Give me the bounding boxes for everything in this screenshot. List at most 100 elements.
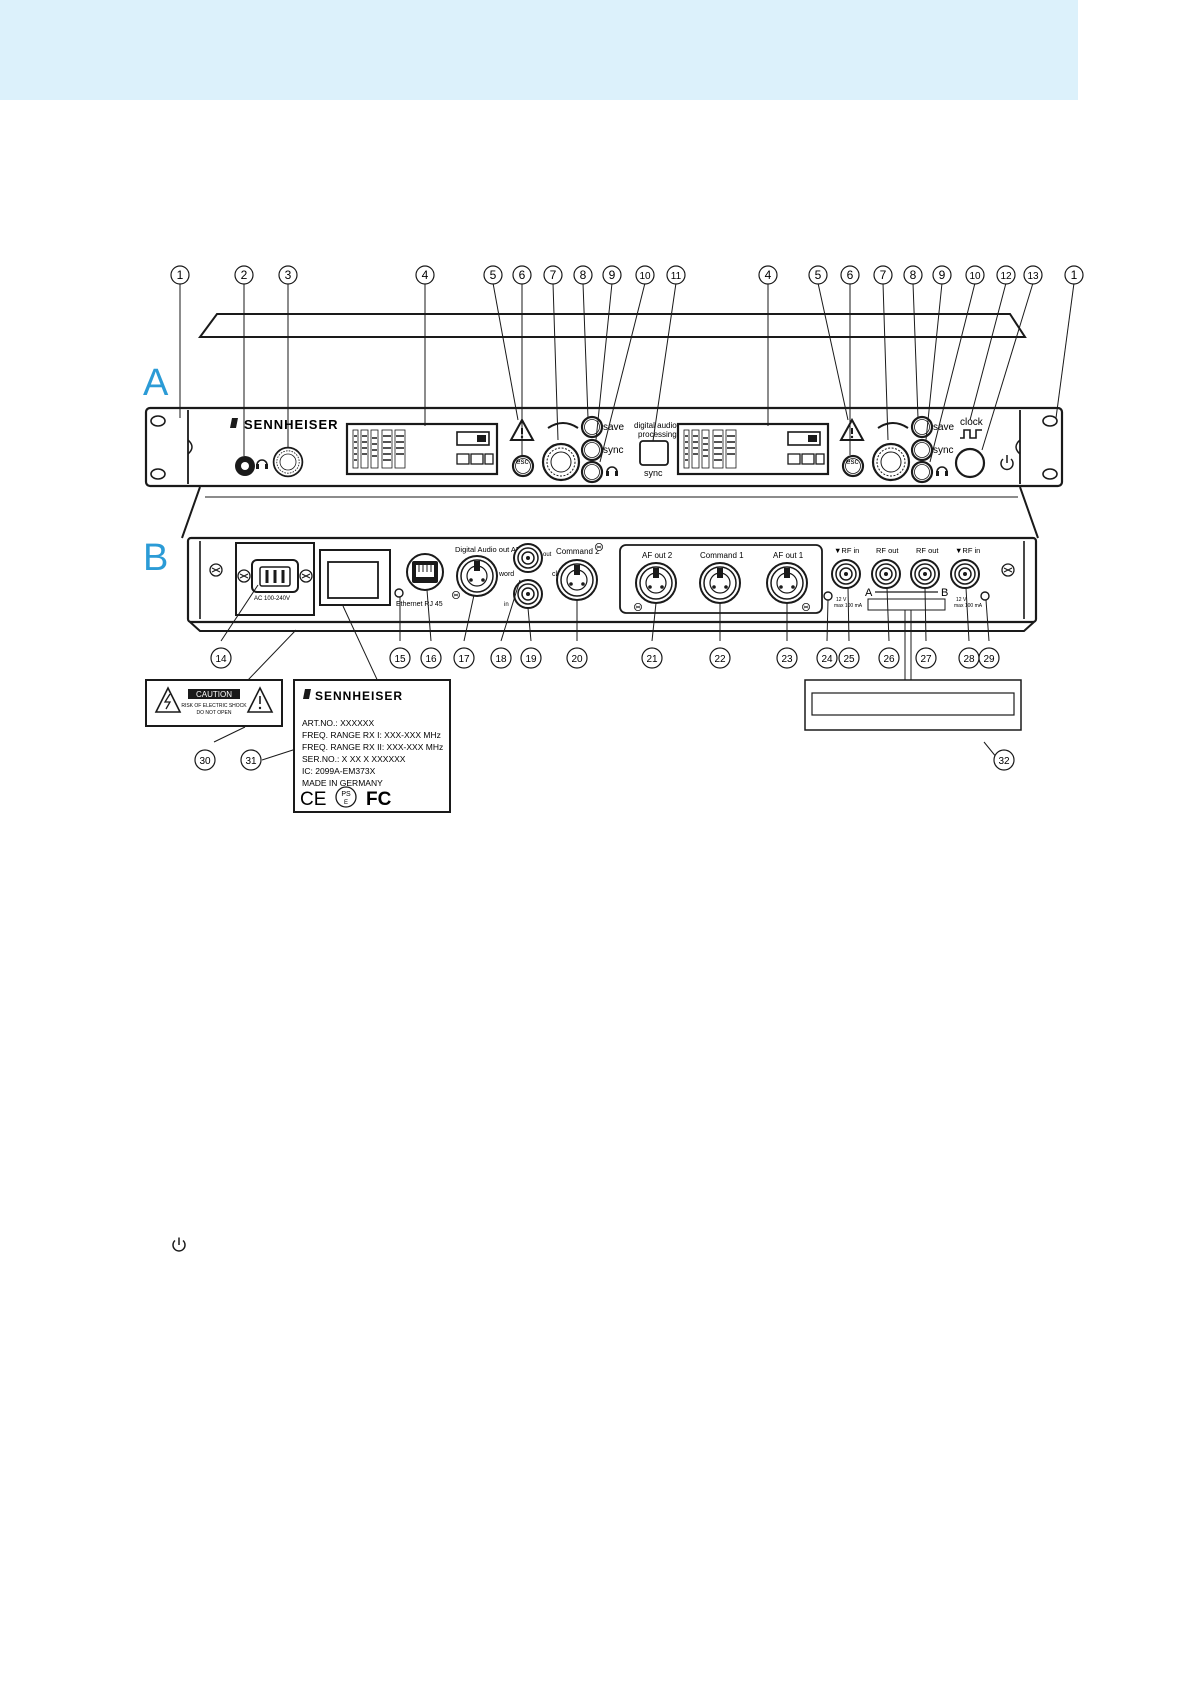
ab-a-label: A <box>865 587 873 599</box>
callout-top-text-19: 12 <box>1000 271 1012 282</box>
callout-top-1: 1 <box>170 265 190 285</box>
callout-bottom-26: 26 <box>878 647 900 669</box>
callout-top-21: 1 <box>1064 265 1084 285</box>
callout-top-20: 13 <box>1023 265 1043 285</box>
type-plate-line-5: IC: 2099A-EM373X <box>302 766 376 776</box>
sync-label-rx2: sync <box>933 445 954 456</box>
callout-top-14: 6 <box>840 265 860 285</box>
callout-top-text-16: 8 <box>910 268 917 282</box>
callout-top-text-9: 9 <box>609 268 616 282</box>
callout-label-text-32: 32 <box>998 756 1010 767</box>
callout-top-12: 4 <box>758 265 778 285</box>
callout-top-text-20: 13 <box>1027 271 1039 282</box>
caution-label: CAUTION RISK OF ELECTRIC SHOCK DO NOT OP… <box>145 679 283 727</box>
callout-top-text-7: 7 <box>550 268 557 282</box>
callout-label-text-30: 30 <box>199 756 211 767</box>
callout-bottom-text-28: 28 <box>963 654 975 665</box>
type-plate: SENNHEISER ART.NO.: XXXXXX FREQ. RANGE R… <box>293 679 451 813</box>
callout-bottom-23: 23 <box>776 647 798 669</box>
callout-bottom-text-18: 18 <box>495 654 507 665</box>
ab-b-label: B <box>941 587 948 599</box>
callout-top-text-5: 5 <box>490 268 497 282</box>
callout-bottom-28: 28 <box>958 647 980 669</box>
rear-panel: B AC 100-240V Ethernet RJ 45 Digital Aud… <box>143 486 1039 632</box>
callout-top-text-8: 8 <box>580 268 587 282</box>
word-in-label: in <box>504 602 509 608</box>
callout-bottom-text-16: 16 <box>425 654 437 665</box>
callout-top-text-3: 3 <box>285 268 292 282</box>
callout-bottom-text-23: 23 <box>781 654 793 665</box>
dc-note-b-2: max 100 mA <box>954 603 983 609</box>
caution-title: CAUTION <box>196 690 232 699</box>
dsp-label-2: processing <box>638 430 677 439</box>
mains-label: AC 100-240V <box>254 596 290 602</box>
callout-bottom-25: 25 <box>838 647 860 669</box>
power-icon <box>172 1237 186 1252</box>
callout-bottom-text-17: 17 <box>458 654 470 665</box>
rf-out-a-label: RF out <box>876 546 899 555</box>
dsp-sync-label: sync <box>644 468 663 478</box>
callout-bottom-text-22: 22 <box>714 654 726 665</box>
callout-top-16: 8 <box>903 265 923 285</box>
dc-note-a-1: 12 V <box>836 597 847 603</box>
front-panel: A SENNHEISER esc save sync digital audio… <box>143 313 1064 488</box>
af-out1-label: AF out 1 <box>773 551 804 560</box>
front-brand: SENNHEISER <box>244 417 339 432</box>
callout-top-text-17: 9 <box>939 268 946 282</box>
callout-top-10: 10 <box>635 265 655 285</box>
callout-top-text-18: 10 <box>969 271 981 282</box>
callout-label-32: 32 <box>993 749 1015 771</box>
rear-label-enlarged <box>804 679 1022 731</box>
callout-bottom-18: 18 <box>490 647 512 669</box>
callout-bottom-text-26: 26 <box>883 654 895 665</box>
rf-in-b-label: ▼RF in <box>955 546 980 555</box>
af-out2-label: AF out 2 <box>642 551 673 560</box>
save-label-rx2: save <box>933 422 955 433</box>
callout-bottom-15: 15 <box>389 647 411 669</box>
sync-label-rx1: sync <box>603 445 624 456</box>
type-plate-line-4: SER.NO.: X XX X XXXXXX <box>302 754 406 764</box>
callout-bottom-16: 16 <box>420 647 442 669</box>
callout-top-8: 8 <box>573 265 593 285</box>
word-out-label: out <box>543 552 552 558</box>
callout-bottom-19: 19 <box>520 647 542 669</box>
callout-top-3: 3 <box>278 265 298 285</box>
callout-top-4: 4 <box>415 265 435 285</box>
callout-bottom-24: 24 <box>816 647 838 669</box>
callout-top-11: 11 <box>666 265 686 285</box>
callout-bottom-27: 27 <box>915 647 937 669</box>
callout-bottom-14: 14 <box>210 647 232 669</box>
callout-top-text-21: 1 <box>1071 268 1078 282</box>
callout-bottom-29: 29 <box>978 647 1000 669</box>
rf-in-a-label: ▼RF in <box>834 546 859 555</box>
callout-label-30: 30 <box>194 749 216 771</box>
caution-line2: DO NOT OPEN <box>197 710 232 716</box>
callout-bottom-text-14: 14 <box>215 654 227 665</box>
fcc-mark: FC <box>366 789 392 810</box>
callout-top-17: 9 <box>932 265 952 285</box>
type-plate-line-6: MADE IN GERMANY <box>302 778 383 788</box>
display-rx1 <box>345 422 499 476</box>
ethernet-label: Ethernet RJ 45 <box>396 601 443 608</box>
callout-top-15: 7 <box>873 265 893 285</box>
rf-out-b-label: RF out <box>916 546 939 555</box>
callout-bottom-text-19: 19 <box>525 654 537 665</box>
esc-label-rx1: esc <box>516 457 528 466</box>
callout-top-text-6: 6 <box>519 268 526 282</box>
caution-line1: RISK OF ELECTRIC SHOCK <box>181 703 247 709</box>
callout-top-text-4: 4 <box>422 268 429 282</box>
callout-top-text-2: 2 <box>241 268 248 282</box>
pse-mark-bottom: E <box>344 800 348 806</box>
callout-label-31: 31 <box>240 749 262 771</box>
type-plate-line-2: FREQ. RANGE RX I: XXX-XXX MHz <box>302 730 441 740</box>
leader-lines <box>179 282 1075 761</box>
dc-note-b-1: 12 V <box>956 597 967 603</box>
callout-bottom-text-24: 24 <box>821 654 833 665</box>
callout-top-7: 7 <box>543 265 563 285</box>
ce-mark: CE <box>300 789 326 810</box>
pse-mark-top: PS <box>341 791 351 798</box>
callout-top-text-12: 4 <box>765 268 772 282</box>
word-label: word <box>498 571 514 578</box>
command2-label: Command 2 <box>556 547 600 556</box>
